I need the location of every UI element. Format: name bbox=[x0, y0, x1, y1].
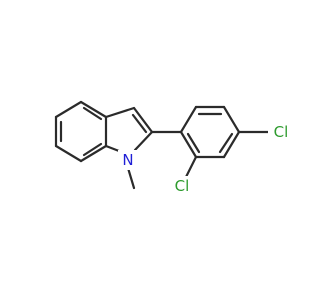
bond bbox=[179, 105, 198, 134]
bond bbox=[133, 130, 154, 152]
bond bbox=[104, 106, 136, 119]
molecule-diagram: N Cl Cl bbox=[54, 100, 292, 196]
bond bbox=[79, 100, 108, 119]
label-backdrop bbox=[118, 150, 138, 170]
bond-group bbox=[54, 100, 270, 190]
label-backdrop bbox=[268, 122, 292, 142]
atom-label-cl-para: Cl bbox=[274, 123, 289, 141]
bond-inner bbox=[186, 132, 201, 154]
bond bbox=[54, 144, 83, 163]
bond bbox=[54, 100, 83, 119]
bond-inner bbox=[82, 142, 103, 157]
bond-inner bbox=[82, 106, 103, 121]
bond-inner bbox=[218, 132, 234, 154]
bond bbox=[184, 155, 198, 179]
atom-label-n: N bbox=[122, 151, 133, 169]
bond bbox=[132, 106, 154, 134]
atom-label-cl-ortho: Cl bbox=[175, 177, 190, 195]
bond bbox=[179, 130, 198, 159]
structure-svg: N Cl Cl bbox=[54, 100, 292, 196]
atom-label-group: N Cl Cl bbox=[118, 122, 292, 196]
bond-inner bbox=[131, 113, 148, 134]
bond bbox=[79, 144, 108, 163]
bond bbox=[222, 130, 241, 159]
label-backdrop bbox=[170, 176, 194, 196]
bond bbox=[126, 166, 136, 190]
bond bbox=[104, 144, 121, 153]
bond bbox=[222, 105, 241, 134]
